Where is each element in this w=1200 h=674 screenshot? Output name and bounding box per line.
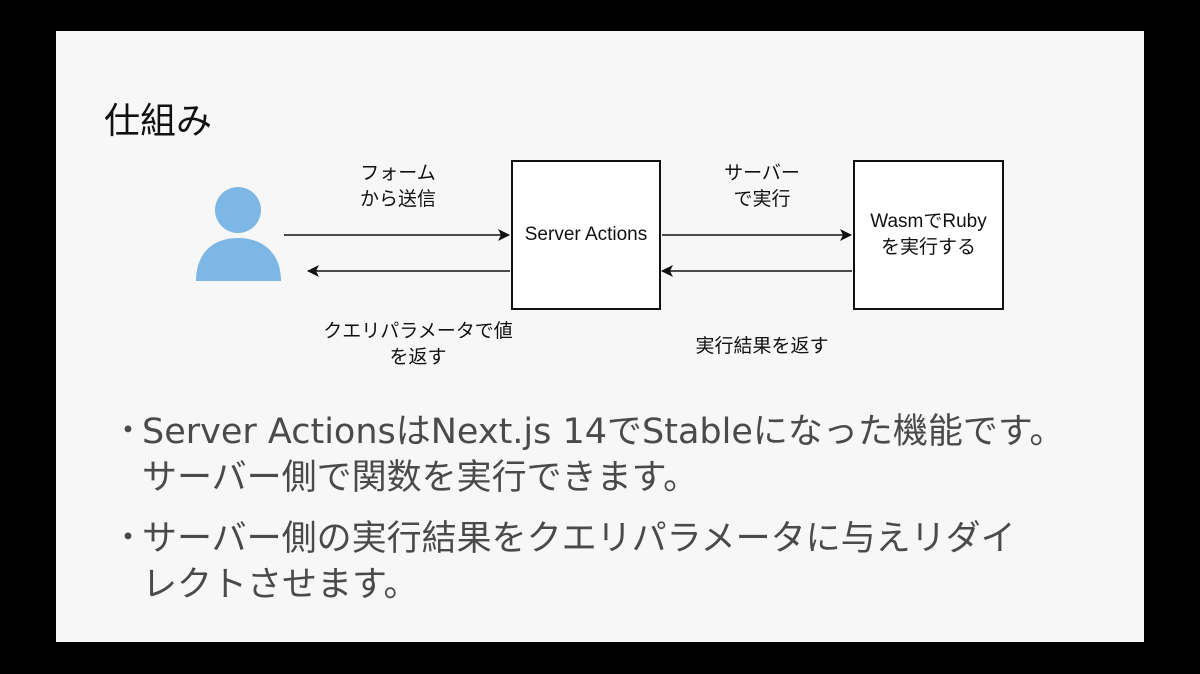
- edge-label-line: フォーム: [360, 162, 436, 184]
- bullet-text-line: サーバー側の実行結果をクエリパラメータに与えリダイ: [142, 519, 1016, 559]
- user-icon: [196, 187, 281, 281]
- bullet-marker: ・: [112, 518, 145, 556]
- edge-label-line: で実行: [733, 188, 791, 211]
- bullet-item: ・ サーバー側の実行結果をクエリパラメータに与えリダイ レクトさせます。: [112, 517, 1122, 608]
- bullet-marker: ・: [112, 411, 145, 449]
- bullet-text-line: Server ActionsはNext.js 14でStableになった機能です…: [142, 412, 1065, 452]
- edge-label-return-result: 実行結果を返す: [672, 333, 852, 359]
- bullet-text-line: レクトさせます。: [142, 564, 419, 605]
- bullet-text-line: サーバー側で関数を実行できます。: [142, 457, 699, 498]
- edge-label-server-exec: サーバー で実行: [702, 160, 822, 212]
- server-actions-label: Server Actions: [524, 224, 648, 245]
- wasm-ruby-box: WasmでRuby を実行する: [853, 160, 1004, 310]
- edge-label-line: を返す: [389, 346, 447, 369]
- edge-label-line: 実行結果を返す: [695, 335, 829, 357]
- edge-label-return-query: クエリパラメータで値 を返す: [296, 318, 540, 370]
- edge-label-form-submit: フォーム から送信: [348, 160, 448, 212]
- edge-label-line: から送信: [359, 188, 436, 211]
- wasm-ruby-label-line2: を実行する: [880, 237, 976, 258]
- bullet-list: ・ Server ActionsはNext.js 14でStableになった機能…: [112, 410, 1122, 624]
- edge-label-line: サーバー: [724, 162, 800, 184]
- server-actions-box: Server Actions: [511, 160, 661, 310]
- edge-label-line: クエリパラメータで値: [323, 320, 513, 342]
- wasm-ruby-label-line1: WasmでRuby: [870, 211, 987, 233]
- bullet-item: ・ Server ActionsはNext.js 14でStableになった機能…: [112, 410, 1122, 501]
- slide-title: 仕組み: [104, 101, 213, 142]
- slide: [56, 31, 1144, 642]
